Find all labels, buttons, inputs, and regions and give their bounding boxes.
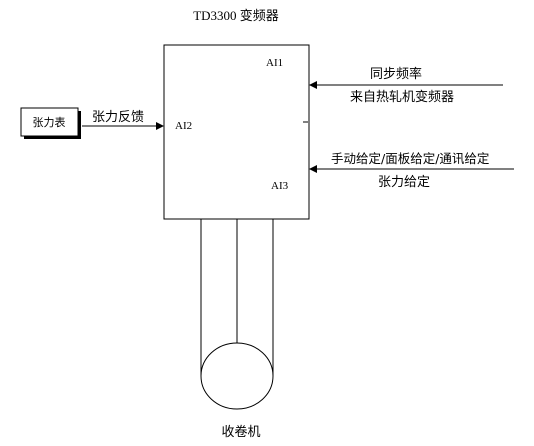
setpoint-sources-label: 手动给定/面板给定/通讯给定 <box>331 151 489 166</box>
port-ai3-label: AI3 <box>271 180 289 192</box>
sync-source-label: 来自热轧机变频器 <box>350 89 454 105</box>
inverter-box <box>163 44 310 220</box>
port-ai2-label: AI2 <box>175 120 192 132</box>
winder-roll <box>200 342 274 410</box>
tension-meter-box <box>20 107 79 137</box>
sync-frequency-label: 同步频率 <box>370 66 422 82</box>
winder-label: 收卷机 <box>221 424 260 440</box>
diagram-title: TD3300 变频器 <box>193 8 279 23</box>
tension-meter-label: 张力表 <box>33 115 66 129</box>
feedback-label: 张力反馈 <box>92 110 144 125</box>
tension-setpoint-label: 张力给定 <box>378 175 430 190</box>
port-ai1-label: AI1 <box>266 57 283 69</box>
